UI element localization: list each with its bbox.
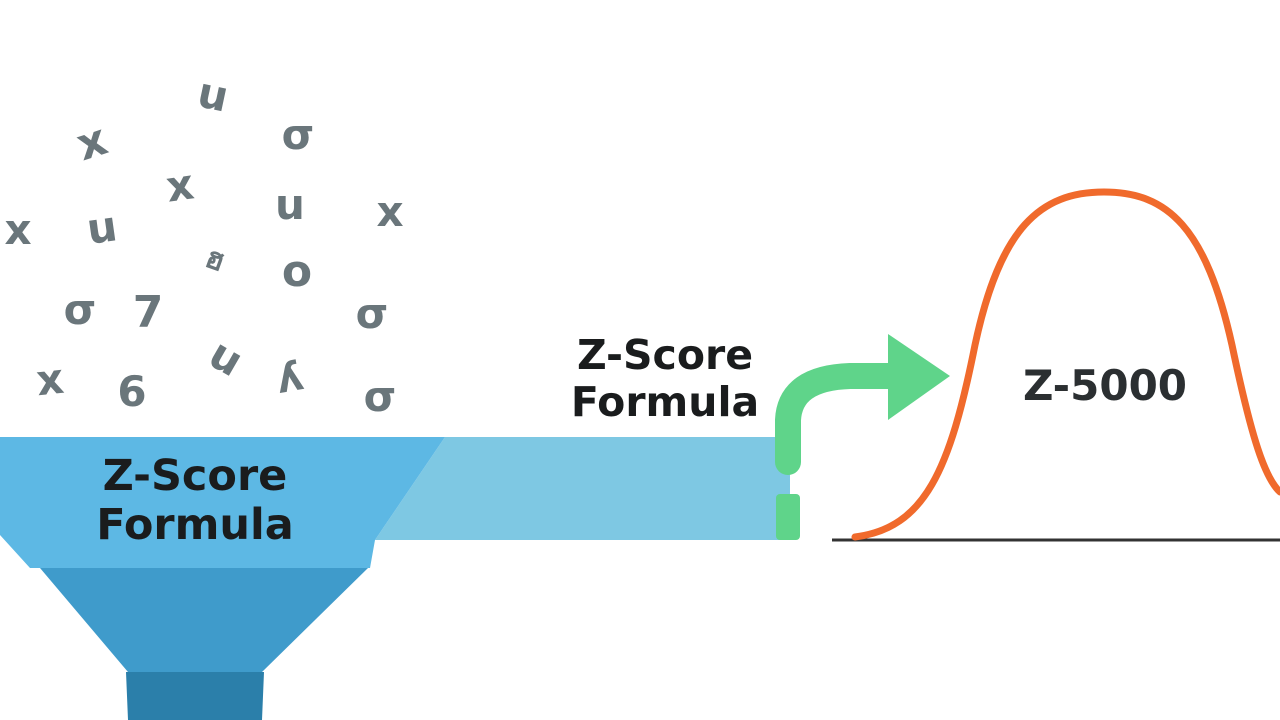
pipe-label: Z-Score Formula: [540, 331, 790, 427]
scatter-symbol: σ: [63, 285, 97, 334]
pipe-label-line2: Formula: [570, 378, 760, 427]
scatter-symbol: 6: [117, 367, 147, 416]
pipe: [375, 437, 790, 540]
scatter-symbol: x: [33, 353, 66, 406]
funnel-label-line1: Z-Score: [102, 451, 288, 501]
scatter-symbol: σ: [363, 372, 397, 421]
scatter-symbol: x: [163, 159, 197, 212]
pipe-label-line1: Z-Score: [576, 331, 754, 379]
scatter-symbol: o: [281, 246, 313, 297]
funnel-top: [0, 437, 445, 568]
funnel-label-line2: Formula: [96, 500, 294, 551]
scatter-symbol: u: [275, 180, 305, 229]
scatter-symbol: 7: [132, 287, 164, 338]
funnel-spout: [126, 672, 264, 720]
scatter-symbol: σ: [355, 289, 389, 338]
funnel-middle: [40, 568, 368, 672]
scatter-symbol: σ: [281, 110, 315, 159]
funnel-label: Z-Score Formula: [40, 451, 350, 551]
bell-curve: [851, 188, 1280, 541]
green-arrow-icon: [775, 334, 950, 540]
curve-label: Z-5000: [1022, 361, 1188, 410]
scatter-symbol: x: [4, 205, 32, 254]
scatter-symbol: u: [83, 201, 121, 254]
scatter-symbol: x: [376, 187, 404, 236]
